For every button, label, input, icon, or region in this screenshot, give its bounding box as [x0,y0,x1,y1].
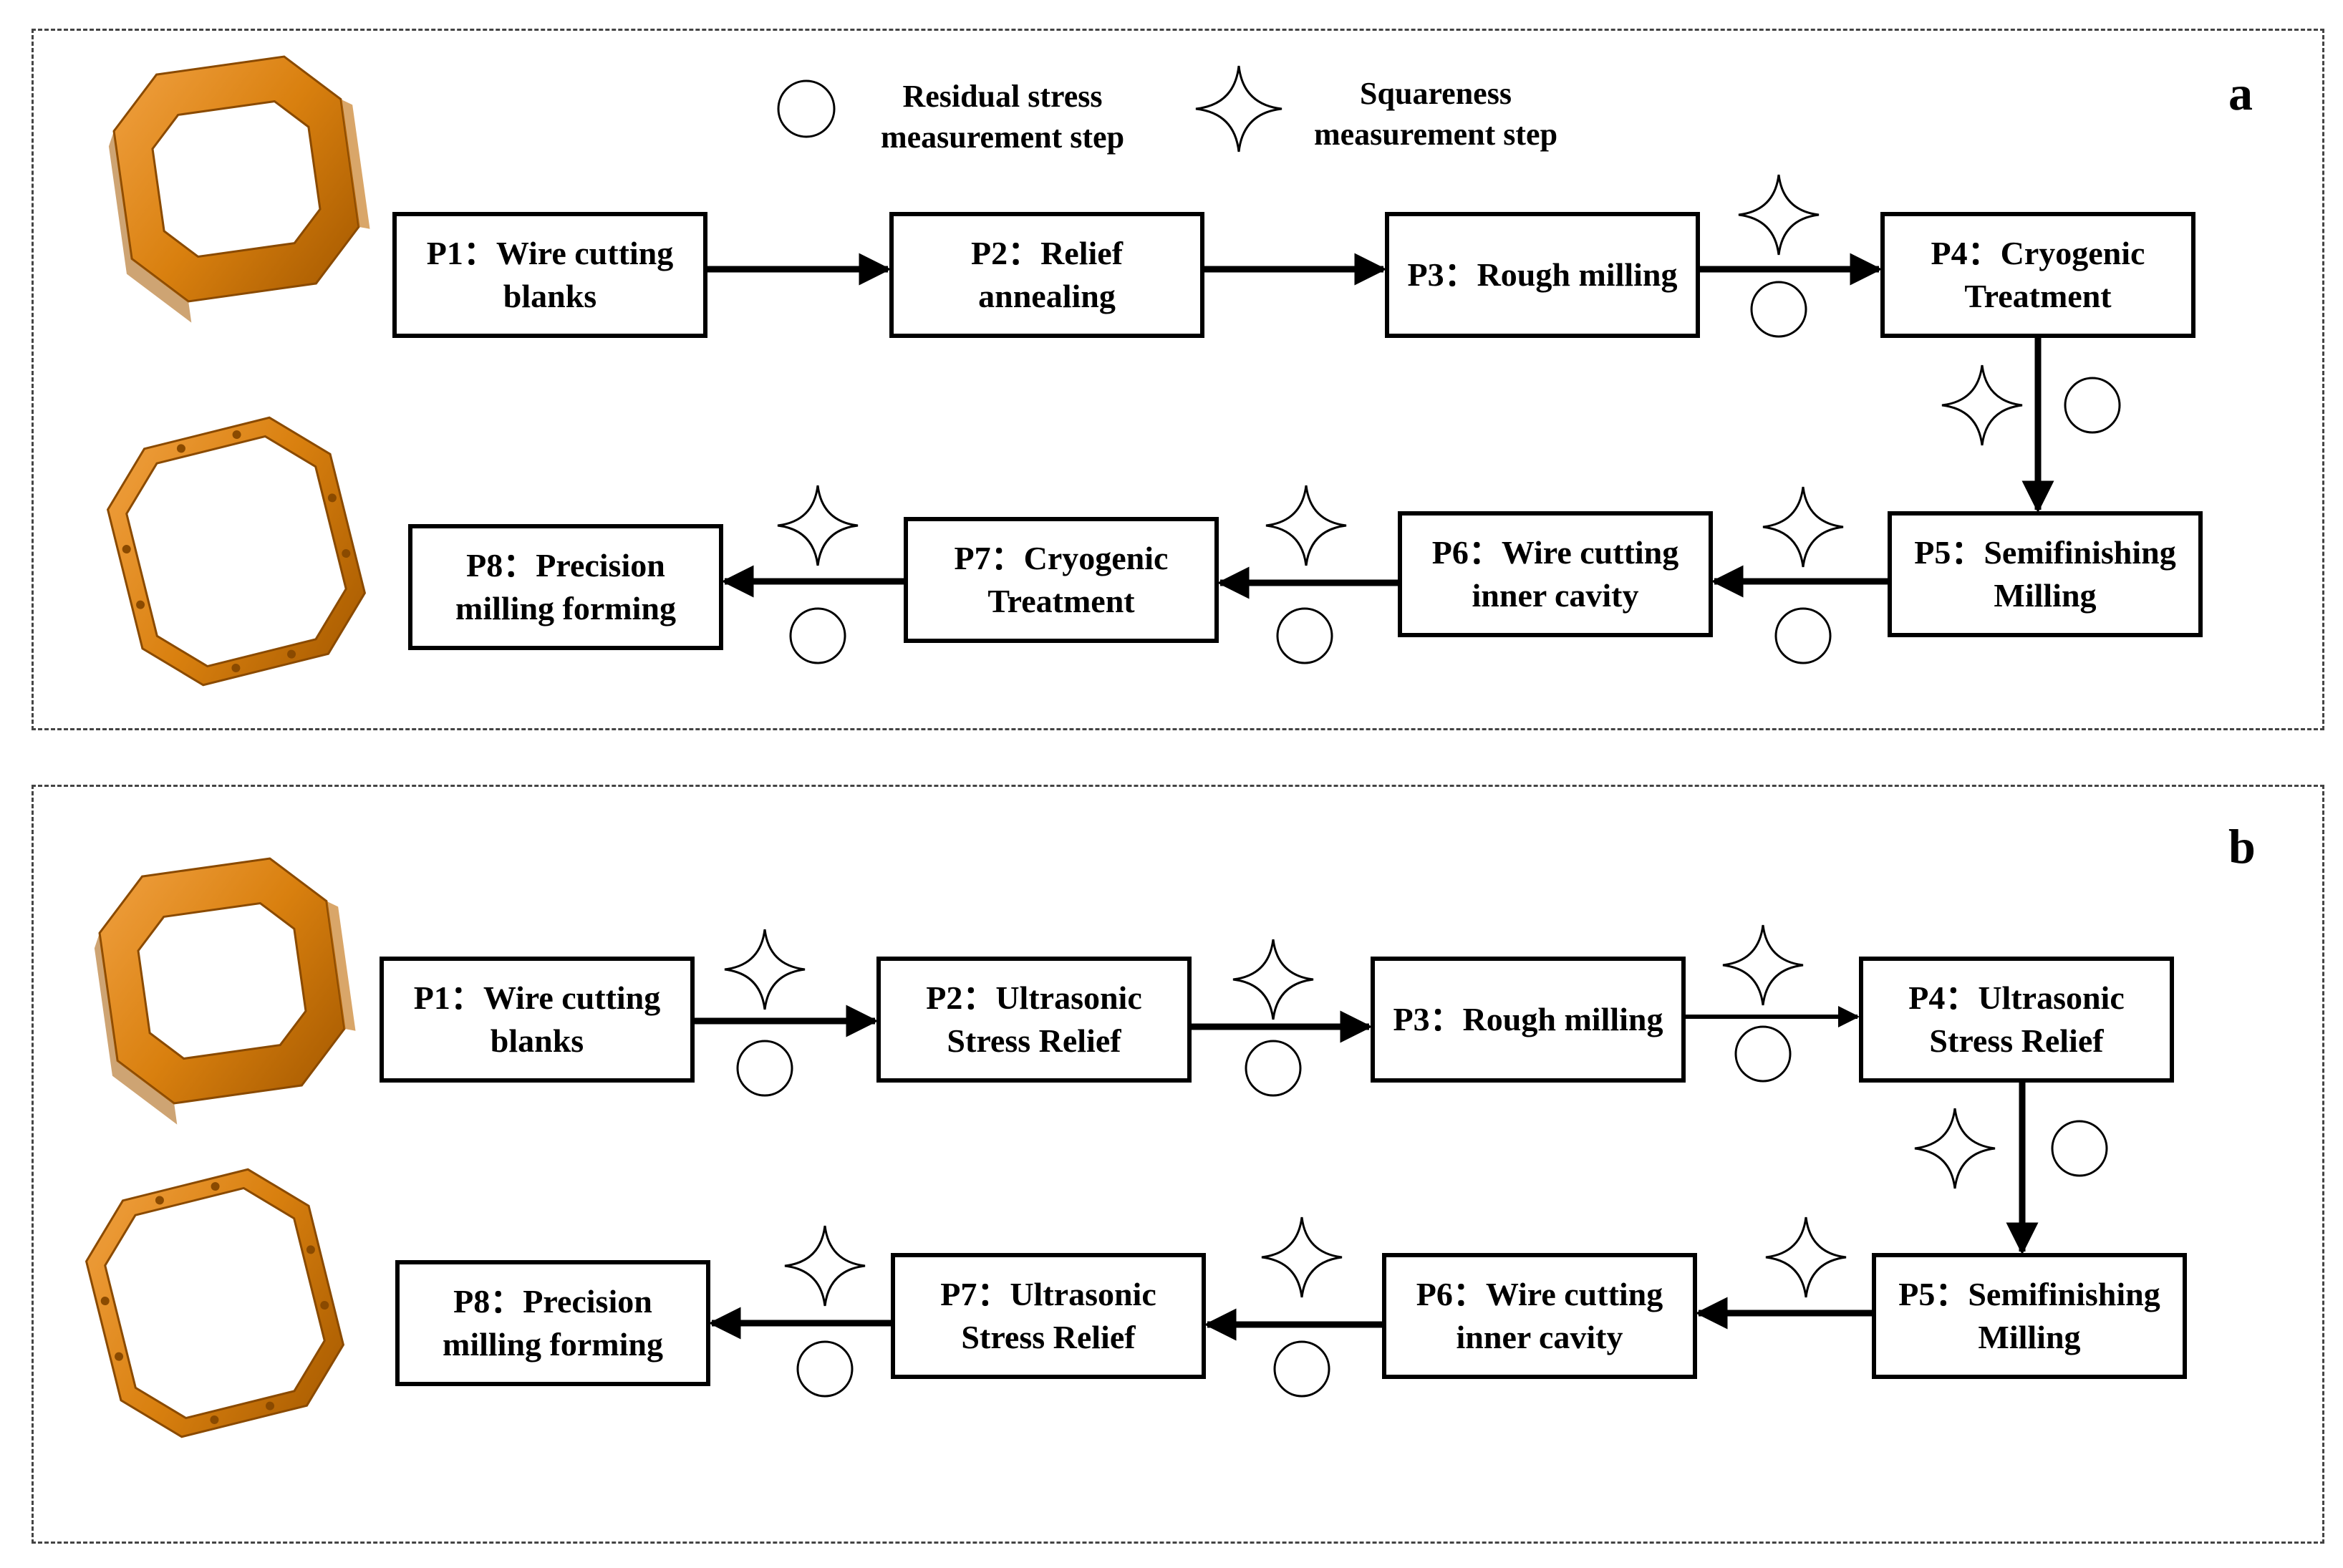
legend-residual-stress-label: Residual stress measurement step [880,79,1125,155]
panel-a [32,29,2324,730]
panel-b [32,785,2324,1544]
panel-a-label: a [2228,66,2253,120]
step-a-p3: P3：Rough milling [1385,212,1700,338]
legend-squareness-label: Squareness measurement step [1313,76,1558,153]
panel-b-label: b [2228,819,2256,873]
step-b-p3: P3：Rough milling [1371,957,1686,1083]
